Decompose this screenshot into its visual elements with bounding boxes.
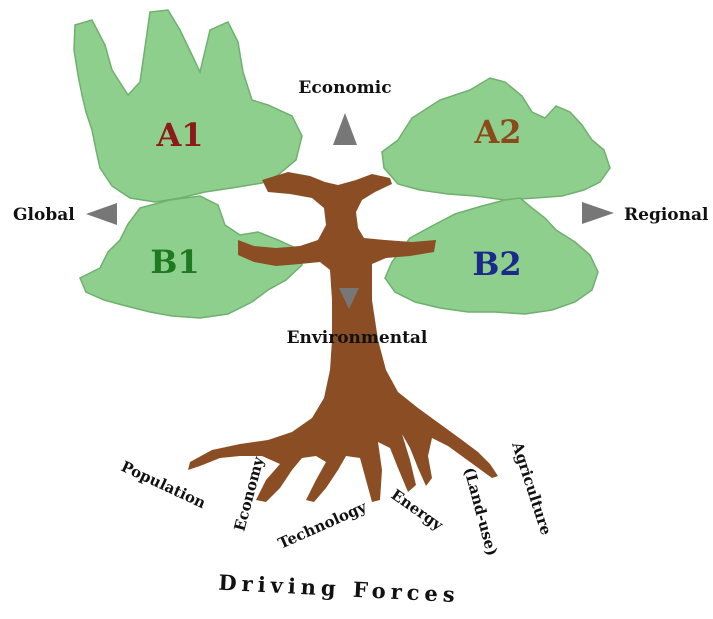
- triangle-right-icon: [582, 202, 614, 224]
- triangle-up-icon: [333, 113, 357, 145]
- root-label-energy: Energy: [388, 486, 448, 535]
- axis-label-environmental: Environmental: [287, 328, 428, 348]
- triangle-left-icon: [86, 203, 117, 225]
- axis-label-economic: Economic: [298, 78, 391, 98]
- root-label-land-use: (Land-use): [460, 465, 501, 558]
- tree-trunk: [188, 172, 498, 502]
- foliage-a1: [73, 9, 303, 203]
- scenario-label-b1: B1: [150, 243, 199, 281]
- scenario-label-b2: B2: [472, 245, 521, 283]
- axis-label-regional: Regional: [624, 205, 709, 225]
- axis-label-global: Global: [13, 205, 75, 225]
- foliage-b1: [79, 195, 303, 319]
- root-label-technology: Technology: [275, 497, 370, 553]
- foliage-a2: [381, 77, 611, 201]
- triangle-down-icon: [339, 288, 359, 309]
- scenario-label-a1: A1: [155, 116, 203, 154]
- foliage-b2: [384, 197, 599, 315]
- scenario-label-a2: A2: [473, 113, 521, 151]
- root-label-agriculture: Agriculture: [508, 439, 555, 538]
- diagram-caption: Driving Forces: [218, 570, 460, 608]
